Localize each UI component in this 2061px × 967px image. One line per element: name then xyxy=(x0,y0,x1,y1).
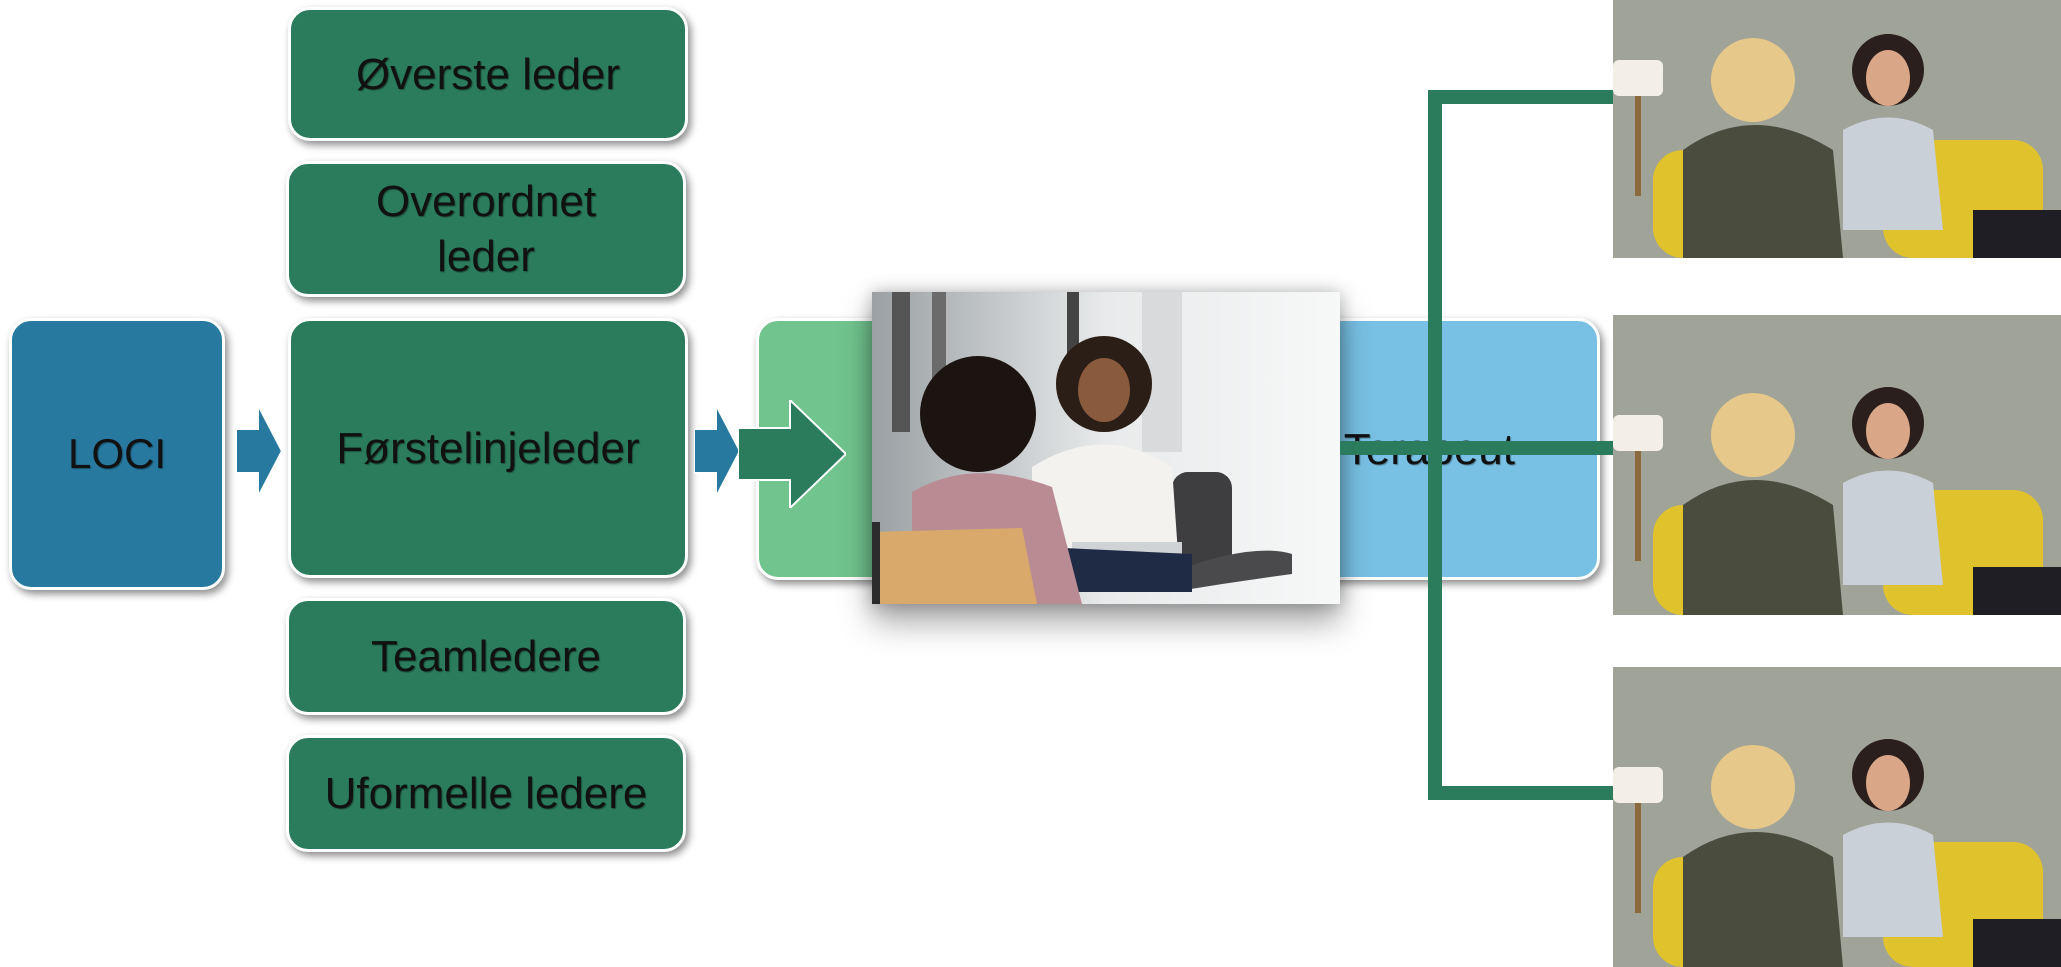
informal-leaders-box: Uformelle ledere xyxy=(286,735,686,852)
team-leaders-label: Teamledere xyxy=(371,632,601,681)
loci-label: LOCI xyxy=(67,429,167,477)
therapy-session-photo xyxy=(1613,667,2061,967)
arrow-right-icon xyxy=(236,405,282,497)
first-line-leader-box: Førstelinjeleder xyxy=(288,318,688,578)
top-leader-label: Øverste leder xyxy=(355,49,621,99)
therapy-session-photo xyxy=(1613,0,2061,258)
connector-line xyxy=(1340,441,1613,455)
team-leaders-box: Teamledere xyxy=(286,598,686,715)
connector-line xyxy=(1428,786,1613,800)
arrow-right-icon xyxy=(694,405,740,497)
connector-line xyxy=(1428,90,1613,104)
therapy-session-photo xyxy=(1613,315,2061,615)
loci-box: LOCI xyxy=(9,318,225,590)
arrow-right-icon xyxy=(738,400,846,508)
superior-leader-box: Overordnet leder xyxy=(286,161,686,297)
superior-leader-label: Overordnet leder xyxy=(375,177,597,281)
informal-leaders-label: Uformelle ledere xyxy=(324,769,648,818)
first-line-leader-label: Førstelinjeleder xyxy=(336,423,640,473)
top-leader-box: Øverste leder xyxy=(288,7,688,141)
counseling-session-photo xyxy=(872,292,1340,604)
